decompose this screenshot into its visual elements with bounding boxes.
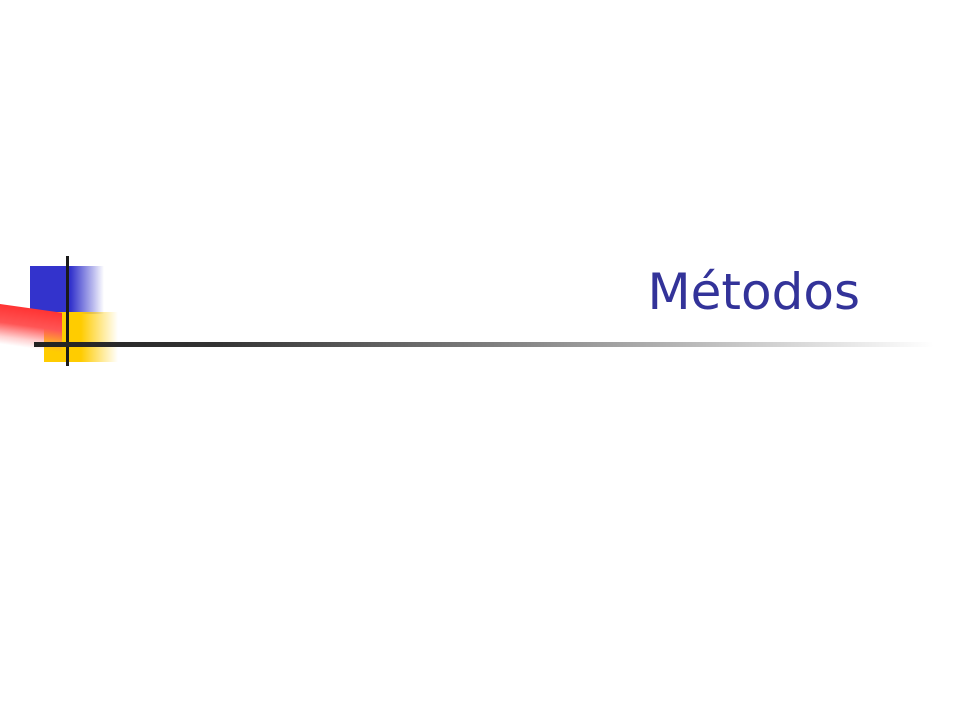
- title-underline-rule: [34, 342, 934, 347]
- slide-title: Métodos: [647, 263, 860, 321]
- vertical-rule: [66, 256, 69, 366]
